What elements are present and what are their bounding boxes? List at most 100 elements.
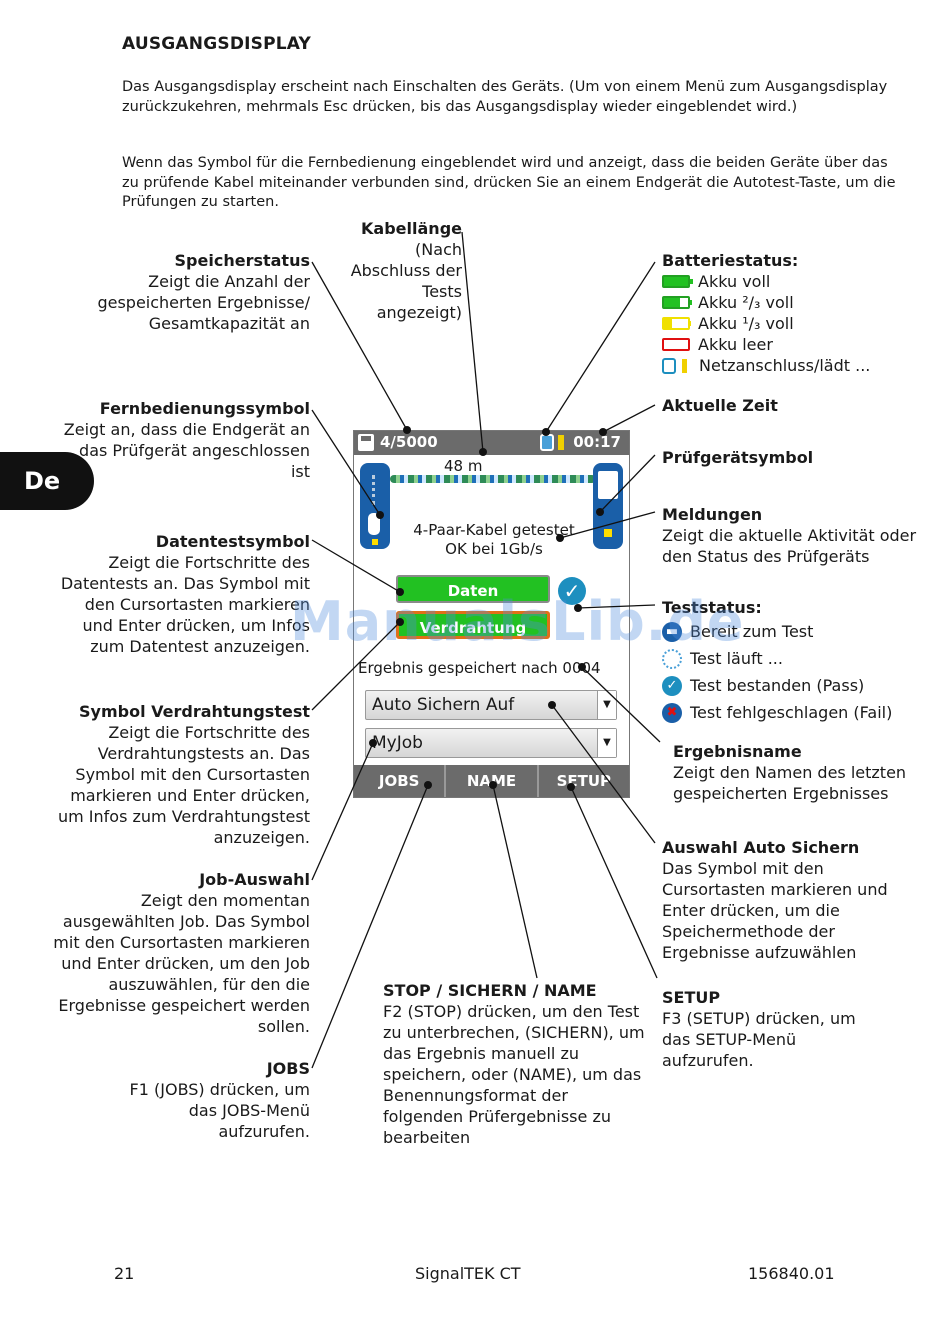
label-text: Das Symbol mit den Cursortasten markiere… xyxy=(662,859,888,962)
status-bar: 4/5000 00:17 xyxy=(354,431,629,455)
cable-length: 48 m xyxy=(444,457,483,475)
label-text: F3 (SETUP) drücken, um das SETUP-Menü au… xyxy=(662,1009,856,1070)
memory-status: 4/5000 xyxy=(380,433,438,451)
status-running-row: Test läuft ... xyxy=(662,645,932,672)
label-text: Zeigt den momentan ausgewählten Job. Das… xyxy=(53,891,310,1036)
function-key-bar: JOBS NAME SETUP xyxy=(354,765,629,797)
f1-jobs-key[interactable]: JOBS xyxy=(354,765,447,797)
tester-screen xyxy=(598,471,618,499)
intro-paragraph-2: Wenn das Symbol für die Fernbedienung ei… xyxy=(122,155,896,210)
battery-13-label: Akku ¹/₃ voll xyxy=(698,314,794,333)
label-title: Auswahl Auto Sichern xyxy=(662,838,860,857)
label-title: Datentestsymbol xyxy=(155,532,310,551)
label-meldungen: Meldungen Zeigt die aktuelle Aktivität o… xyxy=(662,504,922,567)
running-spinner-icon xyxy=(662,648,682,669)
label-title: STOP / SICHERN / NAME xyxy=(383,981,597,1000)
job-select[interactable]: MyJob ▼ xyxy=(365,728,617,758)
label-text: Zeigt die Anzahl der gespeicherten Ergeb… xyxy=(97,272,310,333)
label-pruefgeraet: Prüfgerätsymbol xyxy=(662,447,922,468)
label-text: Zeigt den Namen des letzten gespeicherte… xyxy=(673,763,907,803)
watermark: ManualsLib.de xyxy=(290,590,745,653)
mains-charging-icon xyxy=(662,357,676,374)
label-title: Meldungen xyxy=(662,505,763,524)
status-running-label: Test läuft ... xyxy=(690,649,783,668)
pass-check-icon: ✓ xyxy=(558,577,586,605)
product-name: SignalTEK CT xyxy=(415,1264,521,1283)
label-text: F2 (STOP) drücken, um den Test zu unterb… xyxy=(383,1002,645,1147)
battery-23-row: Akku ²/₃ voll xyxy=(662,292,932,313)
status-pass-label: Test bestanden (Pass) xyxy=(690,676,865,695)
battery-empty-label: Akku leer xyxy=(698,335,773,354)
label-text: Zeigt die Fortschritte des Datentests an… xyxy=(60,553,310,656)
label-verdrahtungstest: Symbol Verdrahtungstest Zeigt die Fortsc… xyxy=(40,701,310,848)
label-text: (Nach Abschluss der Tests angezeigt) xyxy=(350,240,462,322)
tester-indicator xyxy=(604,529,612,537)
status-message: 4-Paar-Kabel getestet OK bei 1Gb/s xyxy=(394,521,594,559)
pass-check-icon: ✓ xyxy=(662,675,682,696)
battery-full-label: Akku voll xyxy=(698,272,771,291)
status-fail-label: Test fehlgeschlagen (Fail) xyxy=(690,703,893,722)
f2-name-key[interactable]: NAME xyxy=(446,765,539,797)
label-setup: SETUP F3 (SETUP) drücken, um das SETUP-M… xyxy=(662,987,882,1071)
data-test-button[interactable]: Daten xyxy=(396,575,550,603)
message-line-1: 4-Paar-Kabel getestet xyxy=(413,521,575,539)
f3-setup-key[interactable]: SETUP xyxy=(556,772,612,790)
remote-button xyxy=(368,513,380,535)
label-title: Ergebnisname xyxy=(673,742,802,761)
fail-x-icon: ✖ xyxy=(662,702,682,723)
label-kabellaenge: Kabellänge (Nach Abschluss der Tests ang… xyxy=(340,218,462,323)
label-batteriestatus: Batteriestatus: Akku voll Akku ²/₃ voll … xyxy=(662,250,932,376)
wiring-test-button[interactable]: Verdrahtung xyxy=(396,611,550,639)
status-ready-label: Bereit zum Test xyxy=(690,622,814,641)
autosave-select[interactable]: Auto Sichern Auf ▼ xyxy=(365,690,617,720)
label-fernbedienung: Fernbedienungssymbol Zeigt an, dass die … xyxy=(60,398,310,482)
label-text: Zeigt die aktuelle Aktivität oder den St… xyxy=(662,526,917,566)
ready-icon: ▬ xyxy=(662,621,682,642)
page-number: 21 xyxy=(114,1264,135,1283)
label-title: Teststatus: xyxy=(662,598,762,617)
label-title: SETUP xyxy=(662,988,721,1007)
label-title: Batteriestatus: xyxy=(662,251,799,270)
memory-disk-icon xyxy=(358,434,374,451)
current-time: 00:17 xyxy=(573,433,621,451)
label-aktuelle-zeit: Aktuelle Zeit xyxy=(662,395,922,416)
label-title: Job-Auswahl xyxy=(199,870,310,889)
intro-paragraph-1: Das Ausgangsdisplay erscheint nach Einsc… xyxy=(122,79,888,115)
tester-unit-icon xyxy=(593,463,623,549)
label-title: JOBS xyxy=(266,1059,310,1078)
battery-13-row: Akku ¹/₃ voll xyxy=(662,313,932,334)
label-job-auswahl: Job-Auswahl Zeigt den momentan ausgewähl… xyxy=(40,869,310,1037)
label-text: F1 (JOBS) drücken, um das JOBS-Menü aufz… xyxy=(129,1080,310,1141)
charging-bolt-icon xyxy=(558,435,564,450)
battery-mains-row: Netzanschluss/lädt ... xyxy=(662,355,932,376)
battery-full-row: Akku voll xyxy=(662,271,932,292)
battery-two-thirds-icon xyxy=(662,296,693,309)
remote-indicator xyxy=(372,539,378,545)
label-datentest: Datentestsymbol Zeigt die Fortschritte d… xyxy=(60,531,310,657)
mains-plug-icon xyxy=(540,434,554,451)
label-title: Speicherstatus xyxy=(174,251,310,270)
cable-icon xyxy=(390,475,596,483)
remote-unit-icon xyxy=(360,463,390,549)
label-text: Zeigt an, dass die Endgerät an das Prüfg… xyxy=(63,420,310,481)
label-speicherstatus: Speicherstatus Zeigt die Anzahl der gesp… xyxy=(60,250,310,334)
label-title: Kabellänge xyxy=(361,219,462,238)
label-title: Fernbedienungssymbol xyxy=(99,399,310,418)
label-title: Aktuelle Zeit xyxy=(662,396,778,415)
language-tab: De xyxy=(0,452,94,510)
document-code: 156840.01 xyxy=(748,1264,835,1283)
label-title: Prüfgerätsymbol xyxy=(662,448,814,467)
autosave-value: Auto Sichern Auf xyxy=(372,695,515,715)
label-text: Zeigt die Fortschritte des Verdrahtungst… xyxy=(57,723,310,847)
battery-one-third-icon xyxy=(662,317,693,330)
chevron-down-icon[interactable]: ▼ xyxy=(597,729,616,757)
label-stop-sichern-name: STOP / SICHERN / NAME F2 (STOP) drücken,… xyxy=(383,980,648,1148)
battery-23-label: Akku ²/₃ voll xyxy=(698,293,794,312)
label-ergebnisname: Ergebnisname Zeigt den Namen des letzten… xyxy=(673,741,923,804)
chevron-down-icon[interactable]: ▼ xyxy=(597,691,616,719)
battery-mains-label: Netzanschluss/lädt ... xyxy=(699,356,871,375)
page-heading: AUSGANGSDISPLAY xyxy=(122,34,312,54)
message-line-2: OK bei 1Gb/s xyxy=(445,540,543,558)
status-fail-row: ✖ Test fehlgeschlagen (Fail) xyxy=(662,699,932,726)
bolt-icon xyxy=(682,358,687,373)
